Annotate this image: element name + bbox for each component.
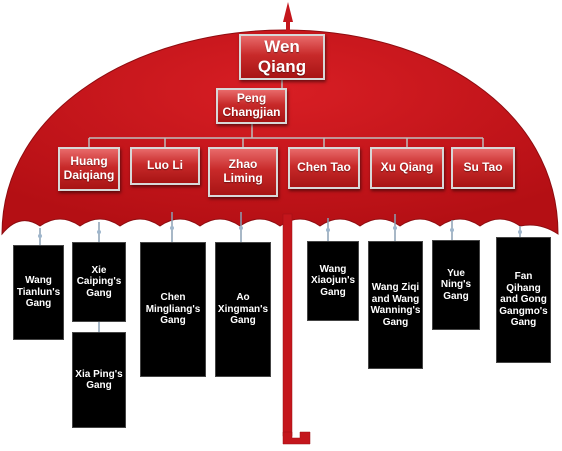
node-huang-daiqiang: Huang Daiqiang <box>58 147 120 191</box>
node-wen-qiang: Wen Qiang <box>239 34 325 80</box>
node-su-tao: Su Tao <box>451 147 515 189</box>
umbrella-tip <box>283 2 293 22</box>
node-chen-tao: Chen Tao <box>288 147 360 189</box>
gang-chen-mingliang: Chen Mingliang's Gang <box>140 242 206 377</box>
node-zhao-liming: Zhao Liming <box>208 147 278 197</box>
gang-wang-ziqi-wanning: Wang Ziqi and Wang Wanning's Gang <box>368 241 423 369</box>
gang-wang-xiaojun: Wang Xiaojun's Gang <box>307 241 359 321</box>
gang-ao-xingman: Ao Xingman's Gang <box>215 242 271 377</box>
gang-xie-caiping: Xie Caiping's Gang <box>72 242 126 322</box>
connector-markers <box>38 226 522 238</box>
gang-yue-ning: Yue Ning's Gang <box>432 240 480 330</box>
gang-fan-qihang-gong-gangmo: Fan Qihang and Gong Gangmo's Gang <box>496 237 551 363</box>
node-xu-qiang: Xu Qiang <box>370 147 444 189</box>
gang-xia-ping: Xia Ping's Gang <box>72 332 126 428</box>
node-peng-changjian: Peng Changjian <box>216 88 287 124</box>
hierarchy-connectors <box>88 80 484 147</box>
umbrella-shaft <box>282 213 293 437</box>
gang-wang-tianlun: Wang Tianlun's Gang <box>13 245 64 340</box>
umbrella-handle <box>282 431 311 445</box>
node-luo-li: Luo Li <box>130 147 200 185</box>
